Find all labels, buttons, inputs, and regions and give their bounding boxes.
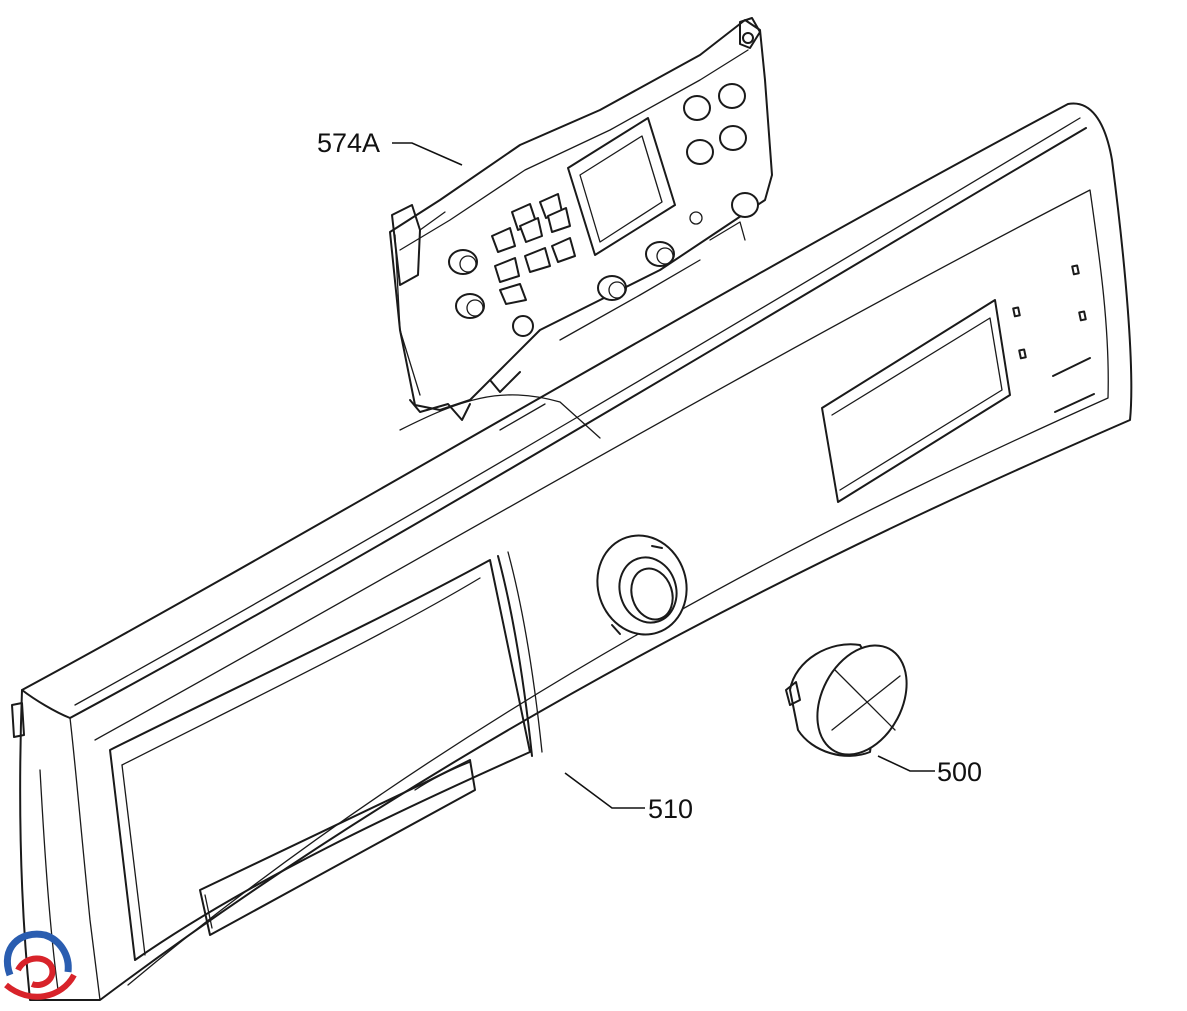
callout-label-574a: 574A: [317, 128, 380, 158]
control-panel-510: [11, 102, 1133, 1001]
electronics-bracket-574a: [389, 17, 773, 421]
callout-574a: 574A: [317, 128, 463, 166]
callout-label-510: 510: [648, 794, 693, 824]
selector-knob-500: [785, 643, 908, 757]
callout-500: 500: [877, 755, 982, 787]
callout-510: 510: [564, 772, 693, 824]
callout-label-500: 500: [937, 757, 982, 787]
brand-swirl-logo: [3, 930, 77, 1000]
